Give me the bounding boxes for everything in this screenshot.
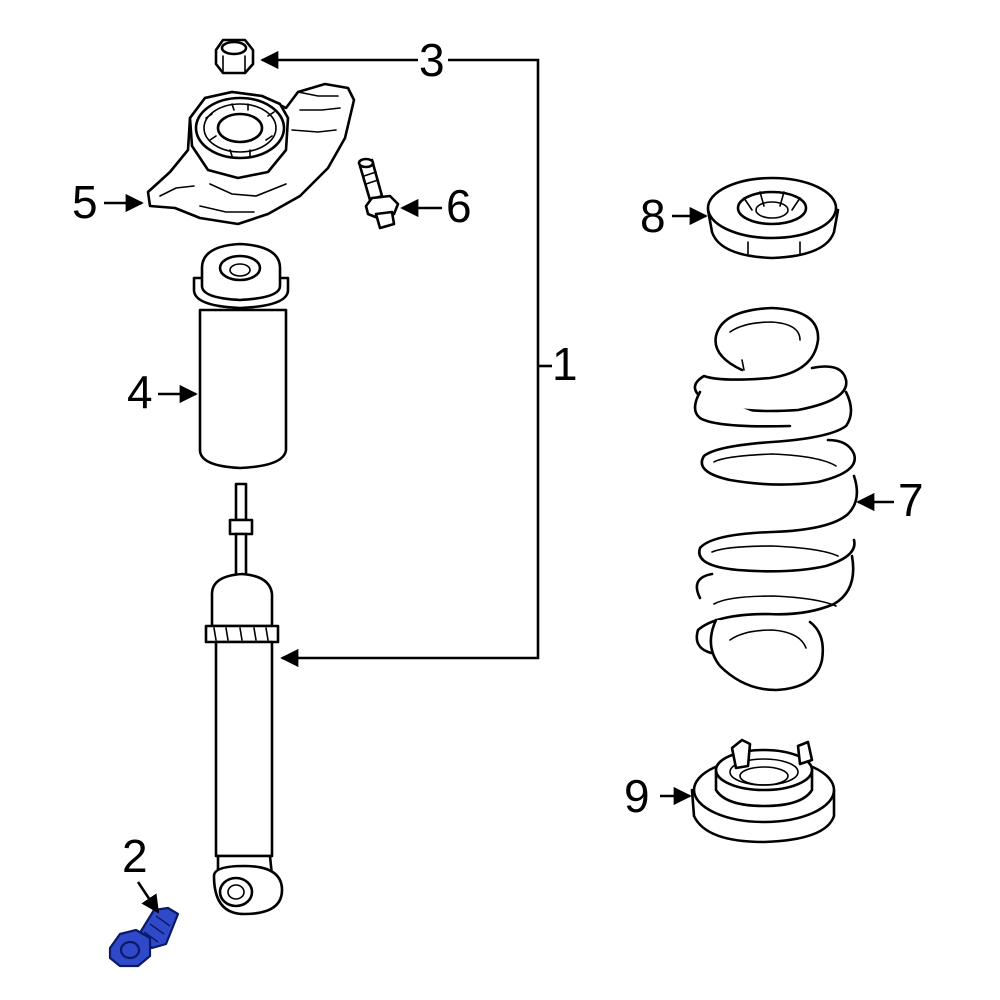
callout-labels: 1 2 3 4 5 6 7 8 9 — [72, 34, 924, 882]
part-9-lower-spring-seat[interactable] — [690, 738, 836, 844]
callout-7: 7 — [898, 474, 924, 526]
part-5-upper-mount[interactable] — [146, 82, 356, 226]
part-1-shock-absorber[interactable] — [204, 482, 284, 916]
part-3-nut[interactable] — [214, 38, 255, 75]
callout-leaders — [104, 50, 894, 914]
callout-2: 2 — [122, 830, 148, 882]
callout-1: 1 — [552, 338, 578, 390]
callout-4: 4 — [127, 366, 153, 418]
callout-5: 5 — [72, 176, 98, 228]
callout-8: 8 — [640, 190, 666, 242]
callout-9: 9 — [624, 770, 650, 822]
callout-3: 3 — [419, 34, 445, 86]
callout-6: 6 — [446, 180, 472, 232]
part-7-coil-spring[interactable] — [693, 306, 859, 692]
part-8-upper-spring-seat[interactable] — [706, 176, 840, 260]
part-6-bolt[interactable] — [357, 157, 400, 230]
part-4-dust-boot[interactable] — [192, 242, 290, 470]
part-2-bolt[interactable] — [108, 906, 180, 968]
